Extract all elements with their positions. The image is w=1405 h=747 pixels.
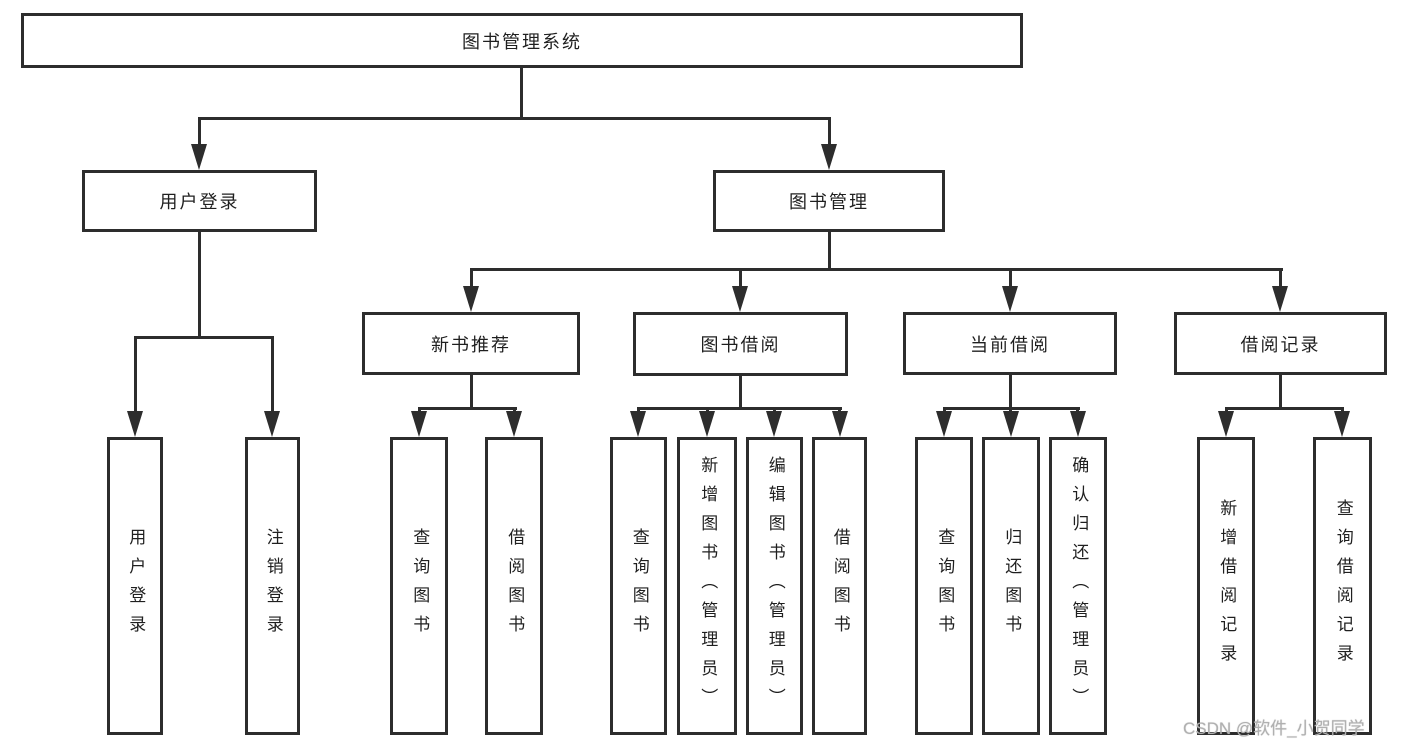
connector-shaft xyxy=(134,336,137,413)
arrowhead-down-icon xyxy=(1002,286,1018,312)
leaf-label: 确认归还（管理员） xyxy=(1069,455,1089,717)
node-new-book-recommend-label: 新书推荐 xyxy=(431,334,511,355)
arrowhead-down-icon xyxy=(1003,411,1019,437)
node-user-login-label: 用户登录 xyxy=(159,192,240,212)
node-borrow-records: 借阅记录 xyxy=(1174,312,1387,375)
node-current-borrow-label: 当前借阅 xyxy=(970,334,1050,355)
leaf-label: 查询图书 xyxy=(935,528,955,644)
connector-sec0-stem xyxy=(470,375,473,407)
node-new-book-recommend: 新书推荐 xyxy=(362,312,580,375)
watermark: CSDN @软件_小贺同学 xyxy=(1183,719,1365,738)
leaf-logout: 注销登录 xyxy=(245,437,300,735)
connector-shaft xyxy=(1009,268,1012,288)
node-user-login: 用户登录 xyxy=(82,170,317,232)
connector-level1-split xyxy=(198,117,831,120)
arrowhead-down-icon xyxy=(630,411,646,437)
node-book-management-label: 图书管理 xyxy=(789,192,869,212)
arrowhead-down-icon xyxy=(1070,411,1086,437)
connector-sec0-split xyxy=(418,407,517,410)
leaf-add-books-admin: 新增图书（管理员） xyxy=(677,437,737,735)
arrowhead-down-icon xyxy=(463,286,479,312)
arrowhead-down-icon xyxy=(732,286,748,312)
arrowhead-down-icon xyxy=(127,411,143,437)
leaf-confirm-return-admin: 确认归还（管理员） xyxy=(1049,437,1107,735)
leaf-query-borrow-record: 查询借阅记录 xyxy=(1313,437,1372,735)
node-book-management: 图书管理 xyxy=(713,170,945,232)
connector-sec2-stem xyxy=(1009,375,1012,407)
connector-shaft xyxy=(198,117,201,147)
arrowhead-down-icon xyxy=(832,411,848,437)
leaf-label: 编辑图书（管理员） xyxy=(765,455,785,717)
leaf-label: 借阅图书 xyxy=(505,528,525,644)
node-root: 图书管理系统 xyxy=(21,13,1023,68)
connector-shaft xyxy=(739,268,742,288)
arrowhead-down-icon xyxy=(699,411,715,437)
arrowhead-down-icon xyxy=(1334,411,1350,437)
connector-mgmt-stem xyxy=(828,232,831,268)
node-book-borrow: 图书借阅 xyxy=(633,312,848,376)
leaf-edit-books-admin: 编辑图书（管理员） xyxy=(746,437,803,735)
connector-sec1-split xyxy=(637,407,842,410)
connector-login-stem xyxy=(198,232,201,336)
arrowhead-down-icon xyxy=(411,411,427,437)
leaf-user-login: 用户登录 xyxy=(107,437,163,735)
connector-shaft xyxy=(1279,268,1282,288)
leaf-borrow-books: 借阅图书 xyxy=(812,437,867,735)
leaf-label: 查询图书 xyxy=(629,528,649,644)
connector-sec1-stem xyxy=(739,375,742,407)
leaf-borrow-books-recommend: 借阅图书 xyxy=(485,437,543,735)
leaf-label: 注销登录 xyxy=(263,528,283,644)
arrowhead-down-icon xyxy=(766,411,782,437)
leaf-label: 查询借阅记录 xyxy=(1333,499,1353,673)
connector-level2-split xyxy=(471,268,1283,271)
leaf-label: 新增图书（管理员） xyxy=(698,455,718,717)
arrowhead-down-icon xyxy=(936,411,952,437)
arrowhead-down-icon xyxy=(506,411,522,437)
leaf-label: 归还图书 xyxy=(1002,528,1022,644)
node-current-borrow: 当前借阅 xyxy=(903,312,1117,375)
arrowhead-down-icon xyxy=(264,411,280,437)
leaf-query-books-borrow: 查询图书 xyxy=(610,437,667,735)
node-book-borrow-label: 图书借阅 xyxy=(700,335,781,355)
leaf-label: 用户登录 xyxy=(126,528,146,644)
connector-shaft xyxy=(470,268,473,288)
leaf-query-books-current: 查询图书 xyxy=(915,437,973,735)
leaf-query-books-recommend: 查询图书 xyxy=(390,437,448,735)
arrowhead-down-icon xyxy=(191,144,207,170)
connector-shaft xyxy=(271,336,274,413)
leaf-return-books: 归还图书 xyxy=(982,437,1040,735)
connector-root-stem xyxy=(520,68,523,117)
connector-shaft xyxy=(828,117,831,147)
arrowhead-down-icon xyxy=(1218,411,1234,437)
leaf-label: 新增借阅记录 xyxy=(1217,499,1237,673)
connector-sec3-stem xyxy=(1279,375,1282,407)
leaf-add-borrow-record: 新增借阅记录 xyxy=(1197,437,1255,735)
connector-login-split xyxy=(134,336,274,339)
node-root-label: 图书管理系统 xyxy=(462,31,582,52)
arrowhead-down-icon xyxy=(1272,286,1288,312)
leaf-label: 借阅图书 xyxy=(830,528,850,644)
arrowhead-down-icon xyxy=(821,144,837,170)
leaf-label: 查询图书 xyxy=(410,528,430,644)
connector-sec3-split xyxy=(1225,407,1344,410)
node-borrow-records-label: 借阅记录 xyxy=(1240,334,1321,355)
